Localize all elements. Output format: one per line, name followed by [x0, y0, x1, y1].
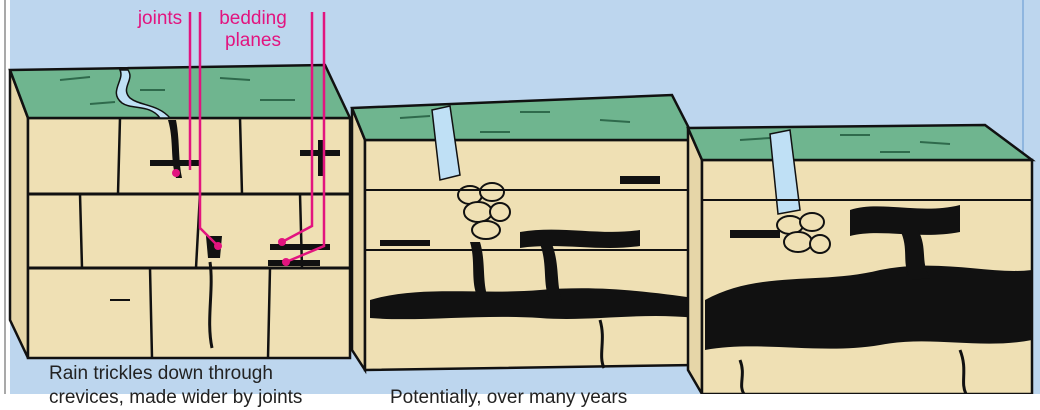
joints-label: joints	[130, 8, 190, 30]
joints-dot-1	[172, 169, 180, 177]
limestone-block-stage-2	[352, 95, 695, 370]
caption-stage-1-line-1: Rain trickles down through	[49, 362, 273, 386]
grass-surface	[688, 125, 1032, 160]
caption-stage-2: Potentially, over many years	[390, 386, 627, 410]
grass-surface	[10, 65, 350, 118]
joints-dot-2	[214, 242, 222, 250]
limestone-block-stage-1	[10, 65, 350, 358]
caption-stage-1-line-2: crevices, made wider by joints	[49, 386, 302, 410]
bedding-planes-label: bedding planes	[200, 8, 306, 56]
cave-formation-diagram	[0, 0, 1040, 394]
bedding-dot-2	[282, 258, 290, 266]
bedding-dot-1	[278, 238, 286, 246]
limestone-block-stage-3	[688, 125, 1032, 394]
